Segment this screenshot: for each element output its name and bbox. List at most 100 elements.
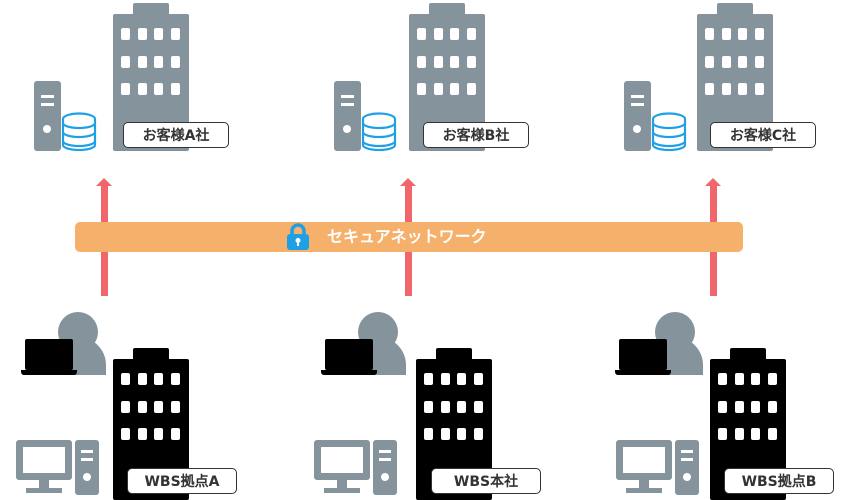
tower-slot [341,103,354,106]
building-window [751,400,760,413]
database-icon [651,112,687,151]
wbs-site-label: WBS拠点B [724,468,834,494]
building-window [440,373,450,385]
wbs-site-label: WBS拠点A [127,468,237,494]
pc-tower-icon [373,440,397,495]
tower-slot [41,95,54,98]
monitor-stand [26,488,62,493]
building-window [718,400,727,413]
building-window [718,428,727,440]
laptop-base [21,370,77,375]
arrow-head-icon [705,178,721,186]
building-window [718,373,727,385]
building-window [440,400,450,413]
desktop-monitor-icon [616,440,672,480]
laptop-base [321,370,377,375]
building-window [137,428,147,440]
building-window [137,28,147,40]
building-window [170,28,180,40]
tower-slot [631,95,644,98]
building-roof [429,3,465,17]
building-window [738,83,747,95]
building-window [754,83,764,95]
building-window [121,400,130,413]
building-window [433,55,443,68]
customer-label: お客様A社 [123,122,229,148]
tower-button [381,473,389,481]
tower-button [683,473,691,481]
building-window [466,83,476,95]
building-window [154,83,163,95]
wbs-site-label: WBS本社 [431,468,541,494]
building-window [734,400,744,413]
database-icon [361,112,397,151]
building-window [440,428,450,440]
tower-slot [379,450,391,453]
building-window [424,373,433,385]
building-window [121,373,130,385]
tower-slot [681,458,693,461]
pc-tower-icon [675,440,699,495]
building-window [754,55,764,68]
tower-slot [41,103,54,106]
tower-button [83,473,91,481]
building-window [154,28,163,40]
building-window [738,28,747,40]
building-roof [133,3,169,17]
building-roof [436,348,472,362]
building-roof [133,348,169,362]
arrow-head-icon [96,178,112,186]
database-icon [61,112,97,151]
tower-button [343,125,351,133]
tower-slot [81,450,93,453]
building-window [137,373,147,385]
monitor-stand [626,488,662,493]
building-window [473,428,483,440]
monitor-neck [337,480,347,488]
building-window [433,28,443,40]
building-roof [717,3,753,17]
arrow-head-icon [400,178,416,186]
monitor-neck [639,480,649,488]
building-window [705,83,714,95]
building-window [767,373,777,385]
building-window [457,400,466,413]
building-window [466,55,476,68]
building-window [705,55,714,68]
laptop-icon [325,339,373,370]
building-window [417,55,426,68]
building-window [466,28,476,40]
server-tower-icon [34,81,61,151]
building-window [473,400,483,413]
tower-slot [631,103,644,106]
lock-icon [287,223,309,250]
building-window [170,428,180,440]
building-window [450,28,459,40]
building-window [734,373,744,385]
tower-slot [341,95,354,98]
building-window [767,400,777,413]
laptop-icon [25,339,73,370]
building-window [121,28,130,40]
laptop-base [615,370,671,375]
building-window [121,428,130,440]
laptop-icon [619,339,667,370]
building-window [154,373,163,385]
building-window [137,55,147,68]
secure-network-bar [75,222,743,252]
building-window [170,55,180,68]
tower-slot [81,458,93,461]
customer-label: お客様B社 [423,122,529,148]
building-window [734,428,744,440]
building-window [721,28,731,40]
building-window [417,83,426,95]
building-roof [730,348,766,362]
building-window [170,373,180,385]
building-window [754,28,764,40]
secure-network-label: セキュアネットワーク [327,227,487,246]
building-window [721,55,731,68]
building-window [154,428,163,440]
building-window [450,83,459,95]
building-window [121,55,130,68]
tower-slot [379,458,391,461]
